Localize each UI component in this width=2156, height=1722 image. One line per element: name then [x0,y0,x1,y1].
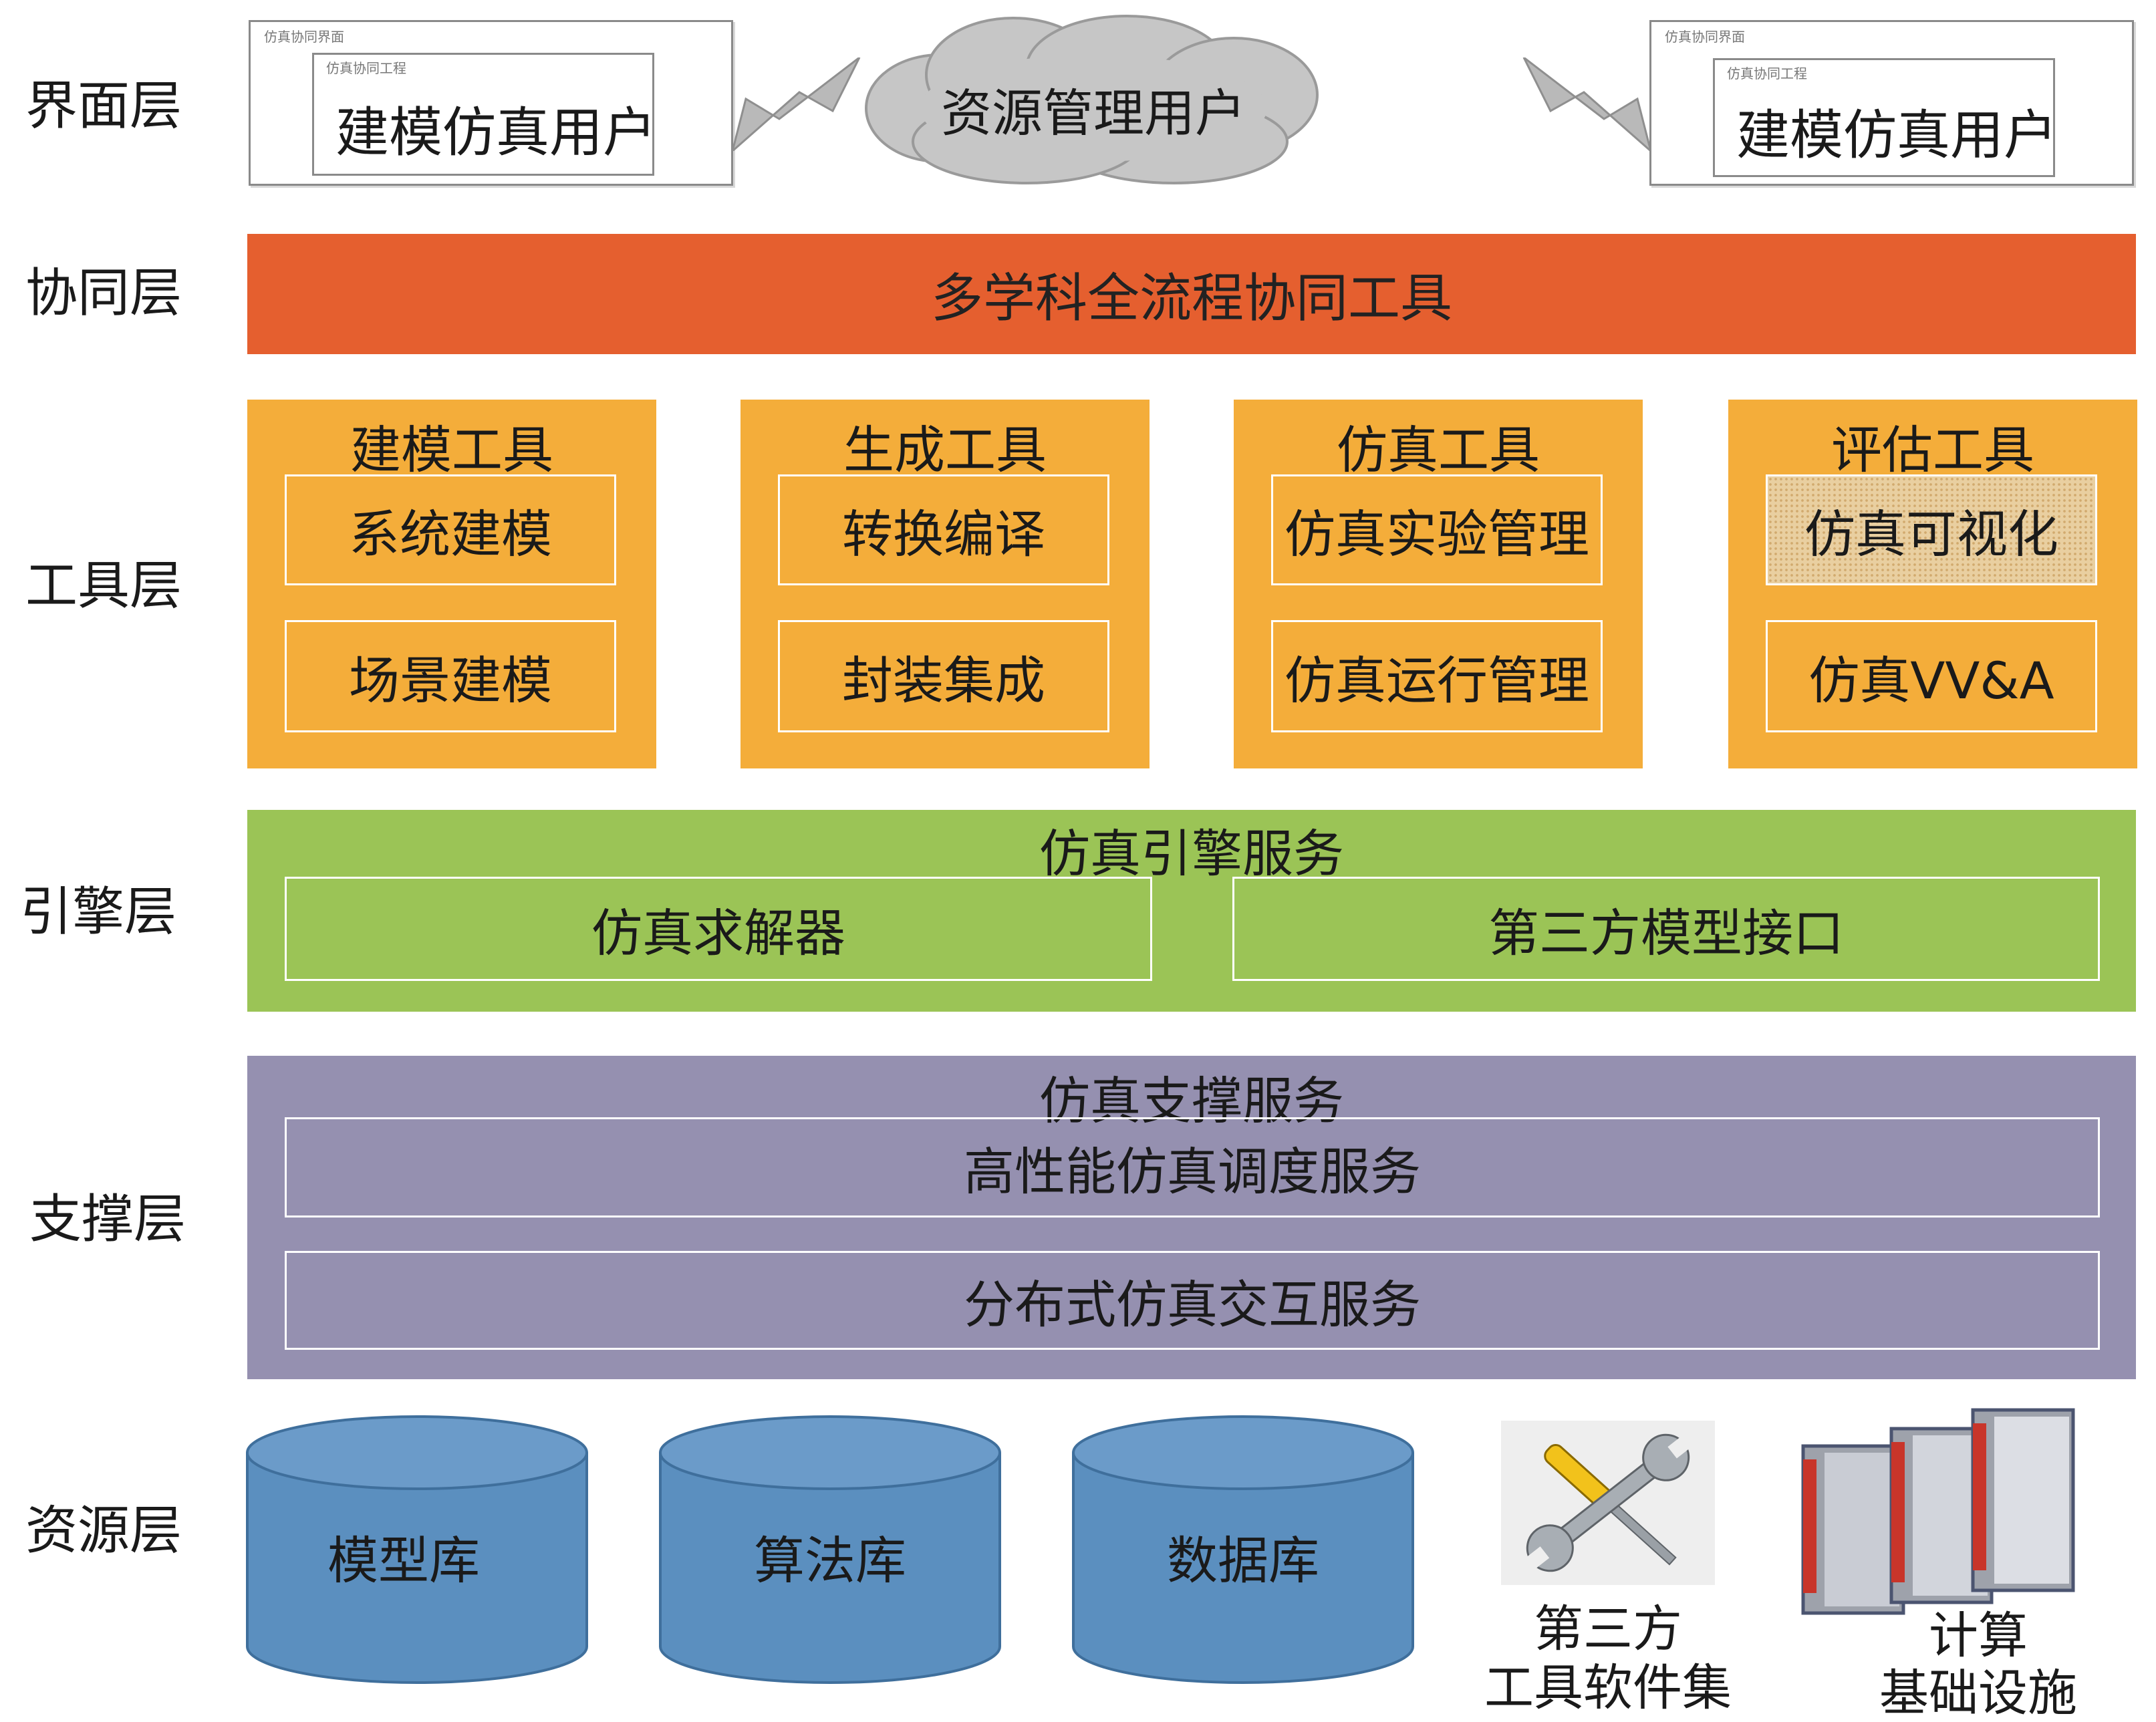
engine-item: 第三方模型接口 [1232,877,2100,981]
left-user-window: 仿真协同界面 仿真协同工程 建模仿真用户 [249,20,733,186]
lightning-icon [1522,57,1651,151]
lightning-icon [732,57,861,151]
layer-label-engine: 引擎层 [20,882,177,942]
support-layer-block: 仿真支撑服务 高性能仿真调度服务 分布式仿真交互服务 [247,1056,2136,1379]
support-title: 仿真支撑服务 [1039,1071,1344,1131]
tools-caption-line1: 第三方 [1534,1600,1682,1658]
tool-group-generation: 生成工具 转换编译 封装集成 [740,400,1150,768]
resource-manager-label: 资源管理用户 [941,84,1246,143]
window-inner-title: 仿真协同工程 [1727,65,1807,82]
tool-item: 封装集成 [778,620,1109,732]
tool-item: 仿真VV&A [1766,620,2097,732]
tools-caption-line2: 工具软件集 [1484,1659,1732,1717]
support-item: 分布式仿真交互服务 [285,1251,2100,1350]
tool-group-title: 仿真工具 [1337,420,1540,480]
engine-title: 仿真引擎服务 [1039,824,1344,883]
collaboration-label: 多学科全流程协同工具 [930,269,1452,329]
wrench-screwdriver-icon [1501,1421,1715,1585]
tool-item: 仿真运行管理 [1271,620,1603,732]
tool-group-modeling: 建模工具 系统建模 场景建模 [247,400,656,768]
layer-label-interface: 界面层 [25,76,182,136]
engine-item: 仿真求解器 [285,877,1152,981]
cloud-icon [865,15,1319,184]
tool-group-simulation: 仿真工具 仿真实验管理 仿真运行管理 [1234,400,1643,768]
tool-item: 仿真可视化 [1766,474,2097,585]
tool-item: 仿真实验管理 [1271,474,1603,585]
database-cylinder-icon [246,1415,588,1684]
modeling-user-label: 建模仿真用户 [1736,104,2057,166]
database-cylinder-icon [1072,1415,1414,1684]
database-label: 模型库 [327,1531,480,1590]
right-user-window: 仿真协同界面 仿真协同工程 建模仿真用户 [1649,20,2134,186]
layer-label-resource: 资源层 [25,1501,182,1561]
modeling-user-label: 建模仿真用户 [335,102,656,164]
tool-item: 系统建模 [285,474,616,585]
window-inner-panel: 仿真协同工程 建模仿真用户 [312,53,656,176]
tool-item: 场景建模 [285,620,616,732]
database-label: 数据库 [1167,1531,1319,1590]
window-inner-title: 仿真协同工程 [326,60,406,76]
infra-caption-line1: 计算 [1929,1607,2028,1665]
window-title: 仿真协同界面 [264,29,344,45]
infra-caption-line2: 基础设施 [1879,1665,2077,1722]
database-label: 算法库 [754,1531,906,1590]
server-rack-icon [1801,1408,2075,1615]
tool-group-title: 建模工具 [350,420,553,480]
collaboration-bar: 多学科全流程协同工具 [247,234,2136,354]
window-inner-panel: 仿真协同工程 建模仿真用户 [1713,58,2057,177]
tool-item: 转换编译 [778,474,1109,585]
layer-label-tools: 工具层 [25,556,182,616]
tool-group-title: 评估工具 [1831,420,2034,480]
layer-label-support: 支撑层 [29,1189,186,1250]
support-item: 高性能仿真调度服务 [285,1117,2100,1217]
window-title: 仿真协同界面 [1665,29,1745,45]
engine-layer-block: 仿真引擎服务 仿真求解器 第三方模型接口 [247,810,2136,1012]
database-cylinder-icon [659,1415,1001,1684]
tool-group-title: 生成工具 [843,420,1047,480]
tool-group-evaluation: 评估工具 仿真可视化 仿真VV&A [1728,400,2137,768]
layer-label-collaboration: 协同层 [25,263,182,323]
